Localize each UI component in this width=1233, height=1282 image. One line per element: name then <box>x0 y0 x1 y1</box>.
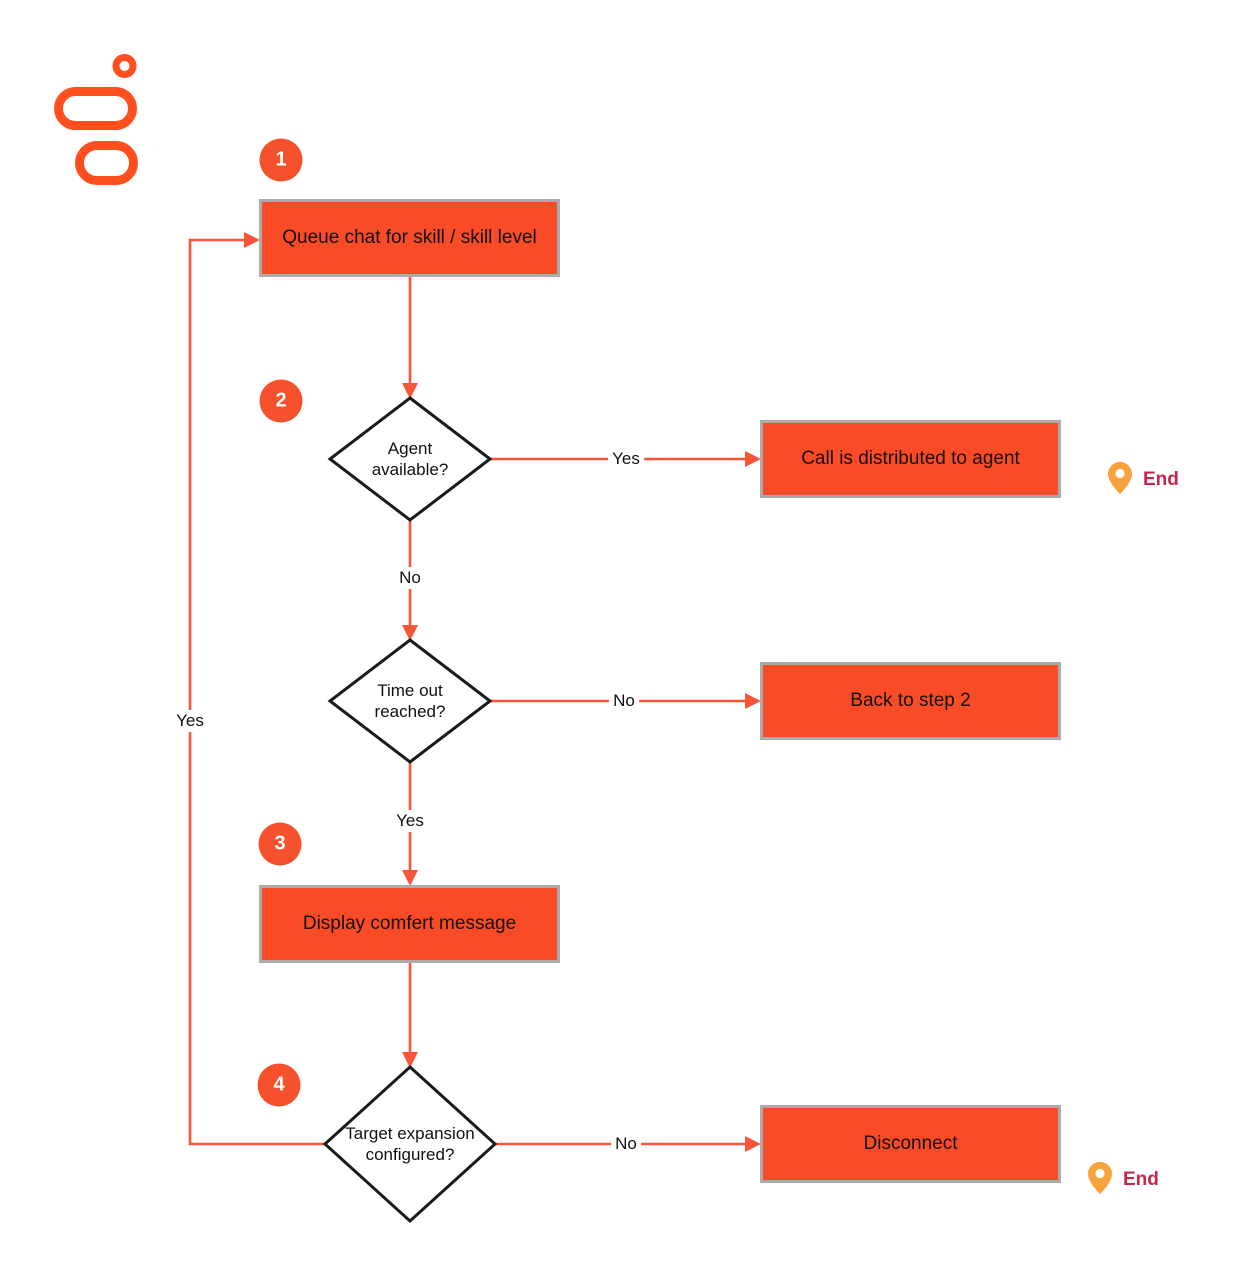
edge-label-agent-yes: Yes <box>608 448 644 470</box>
decision-timeout-reached <box>327 638 493 764</box>
step-badge-2: 2 <box>259 379 303 423</box>
arrowhead <box>745 1136 761 1152</box>
node-call-distributed: Call is distributed to agent <box>760 420 1061 498</box>
arrowhead <box>745 693 761 709</box>
node-queue-chat: Queue chat for skill / skill level <box>259 199 560 277</box>
edge-label-agent-no: No <box>395 567 425 589</box>
step-badge-1: 1 <box>259 138 303 182</box>
decision-target-expansion <box>322 1064 498 1224</box>
node-comfort-message: Display comfert message <box>259 885 560 963</box>
edge-label-timeout-yes: Yes <box>392 810 428 832</box>
edge-label-target-yes: Yes <box>172 710 208 732</box>
edge-label-target-no: No <box>611 1133 641 1155</box>
genesys-logo <box>54 54 138 185</box>
edge-label-timeout-no: No <box>609 690 639 712</box>
arrowhead <box>402 625 418 641</box>
step-badge-4: 4 <box>257 1063 301 1107</box>
arrowhead <box>402 1052 418 1068</box>
decision-agent-available <box>327 396 493 522</box>
node-back-to-step-2-label: Back to step 2 <box>850 690 971 711</box>
node-call-distributed-label: Call is distributed to agent <box>801 448 1020 469</box>
node-disconnect-label: Disconnect <box>863 1133 958 1154</box>
arrowhead <box>402 383 418 399</box>
end-marker-label: End <box>1143 469 1179 490</box>
node-comfort-message-label: Display comfert message <box>302 913 517 934</box>
node-back-to-step-2: Back to step 2 <box>760 662 1061 740</box>
arrowhead <box>244 232 260 248</box>
step-badge-3: 3 <box>258 822 302 866</box>
node-queue-chat-label: Queue chat for skill / skill level <box>282 227 537 248</box>
decision-timeout-reached-label: Time out reached? <box>374 680 446 721</box>
edge-target-yes-loop <box>188 238 325 1146</box>
node-disconnect: Disconnect <box>760 1105 1061 1183</box>
decision-target-expansion-label: Target expansion configured? <box>345 1123 475 1164</box>
end-marker-label: End <box>1123 1169 1159 1190</box>
arrowhead <box>745 451 761 467</box>
decision-agent-available-label: Agent available? <box>371 438 449 479</box>
end-pin-icon <box>1088 1162 1112 1194</box>
arrowhead <box>402 870 418 886</box>
end-pin-icon <box>1108 462 1132 494</box>
